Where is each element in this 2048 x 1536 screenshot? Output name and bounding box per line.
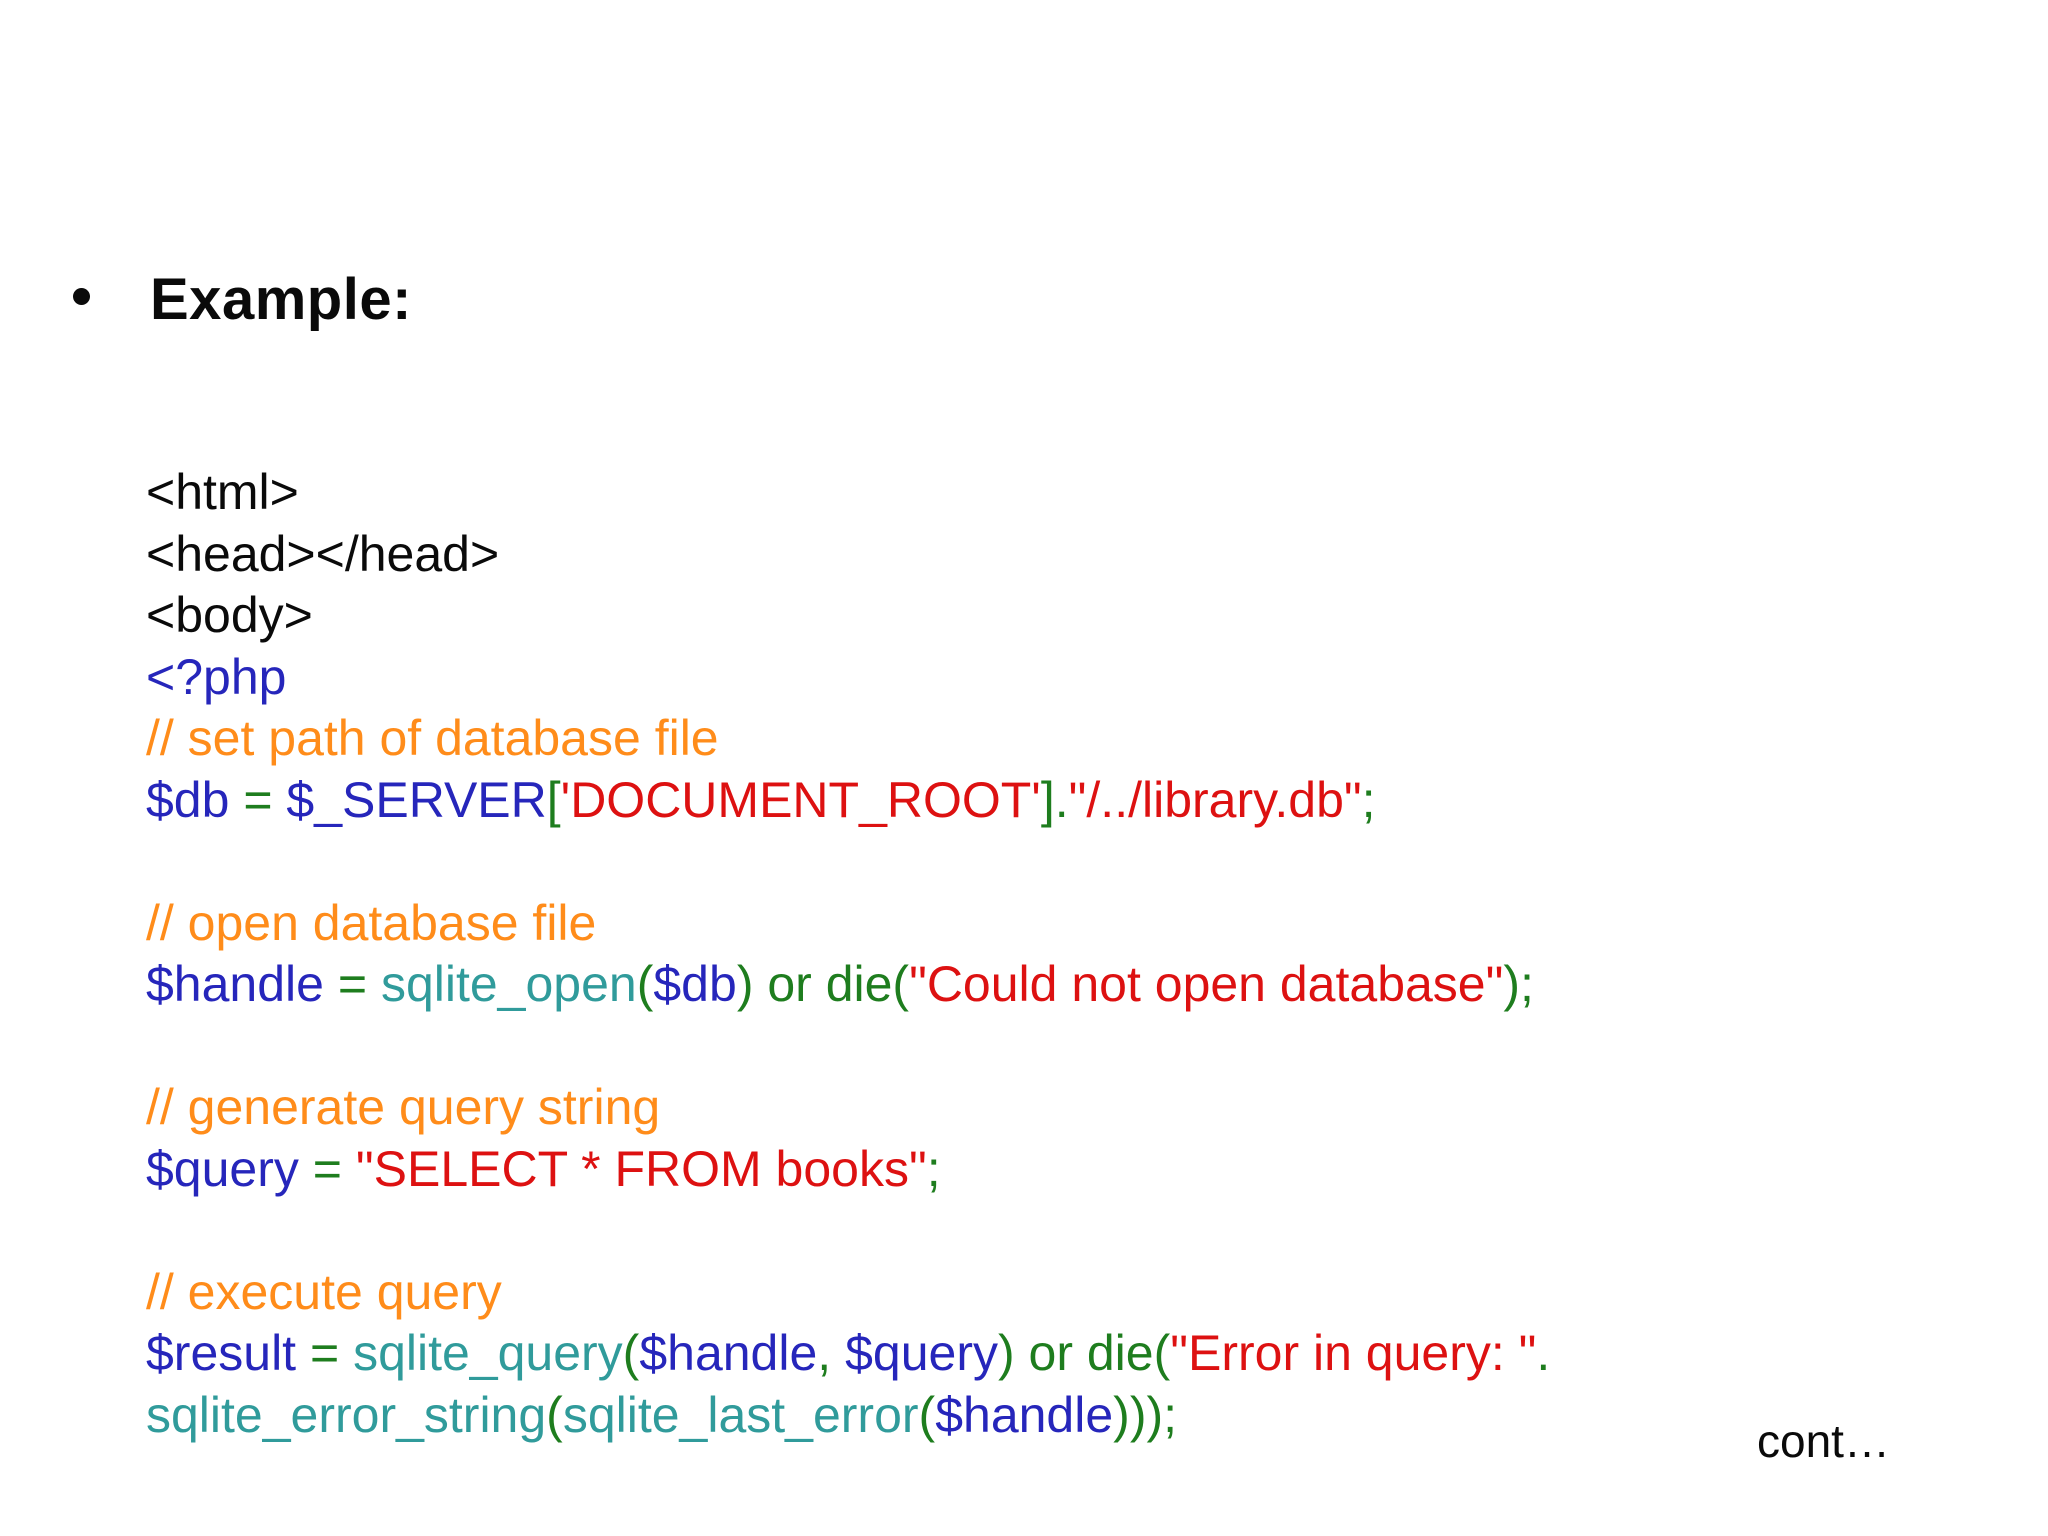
- page-title: Example:: [150, 267, 412, 332]
- code-token: [: [546, 771, 561, 828]
- cont-label: cont…: [1757, 1415, 1890, 1467]
- code-block: <html><head></head><body><?php// set pat…: [146, 462, 1550, 1446]
- code-token: // generate query string: [146, 1079, 661, 1135]
- code-token: );: [1503, 956, 1534, 1012]
- code-token: sqlite_query: [353, 1325, 623, 1381]
- code-token: "Error in query: ": [1170, 1325, 1537, 1381]
- code-line: // open database file: [146, 893, 1550, 955]
- code-token: (: [622, 1325, 640, 1381]
- code-token: $db: [653, 956, 737, 1012]
- code-token: $handle: [935, 1386, 1114, 1443]
- code-line: // generate query string: [146, 1077, 1550, 1139]
- code-token: =: [243, 771, 287, 828]
- code-token: $query: [845, 1325, 998, 1381]
- code-token: sqlite_open: [380, 956, 637, 1012]
- code-line: <head></head>: [146, 524, 1550, 586]
- code-token: (: [546, 1386, 563, 1443]
- code-token: ,: [817, 1325, 846, 1381]
- code-line: $query = "SELECT * FROM books";: [146, 1139, 1550, 1201]
- code-token: (: [918, 1386, 936, 1443]
- code-line: <body>: [146, 585, 1550, 647]
- code-token: "Could not open database": [909, 956, 1504, 1012]
- code-token: $db: [146, 771, 244, 828]
- code-token: // open database file: [146, 894, 597, 951]
- code-token: (: [636, 956, 654, 1012]
- code-line: <html>: [146, 462, 1550, 524]
- code-line: $result = sqlite_query($handle, $query) …: [146, 1323, 1550, 1385]
- code-line: <?php: [146, 647, 1550, 709]
- code-token: // set path of database file: [146, 710, 719, 766]
- code-line: [146, 1016, 1550, 1078]
- code-token: ].: [1040, 771, 1069, 828]
- bullet-icon: [73, 288, 90, 305]
- code-token: "/../library.db": [1068, 771, 1362, 828]
- code-token: =: [312, 1140, 356, 1197]
- code-token: <html>: [146, 464, 299, 520]
- code-token: ;: [926, 1140, 941, 1197]
- code-token: =: [309, 1325, 354, 1381]
- code-token: $query: [146, 1140, 313, 1197]
- code-token: ;: [1361, 771, 1376, 828]
- code-line: [146, 1200, 1550, 1262]
- code-line: // execute query: [146, 1262, 1550, 1324]
- code-token: <head></head>: [146, 525, 500, 582]
- code-token: =: [337, 956, 381, 1012]
- code-line: $handle = sqlite_open($db) or die("Could…: [146, 954, 1550, 1016]
- code-token: )));: [1113, 1386, 1178, 1443]
- code-line: [146, 831, 1550, 893]
- code-token: $_SERVER: [286, 771, 547, 828]
- code-token: sqlite_error_string: [146, 1386, 547, 1443]
- code-token: <body>: [146, 587, 313, 643]
- code-token: ) or die(: [736, 956, 910, 1012]
- code-line: // set path of database file: [146, 708, 1550, 770]
- code-token: $handle: [146, 956, 338, 1012]
- code-token: sqlite_last_error: [562, 1386, 919, 1443]
- code-token: $handle: [639, 1325, 818, 1381]
- code-token: ) or die(: [997, 1325, 1171, 1381]
- code-token: 'DOCUMENT_ROOT': [560, 771, 1041, 828]
- code-line: sqlite_error_string(sqlite_last_error($h…: [146, 1385, 1550, 1447]
- code-token: // execute query: [146, 1263, 502, 1320]
- code-token: "SELECT * FROM books": [355, 1140, 927, 1197]
- code-token: <?php: [146, 648, 287, 705]
- code-line: $db = $_SERVER['DOCUMENT_ROOT']."/../lib…: [146, 770, 1550, 832]
- code-token: .: [1536, 1325, 1551, 1381]
- code-token: $result: [146, 1325, 310, 1381]
